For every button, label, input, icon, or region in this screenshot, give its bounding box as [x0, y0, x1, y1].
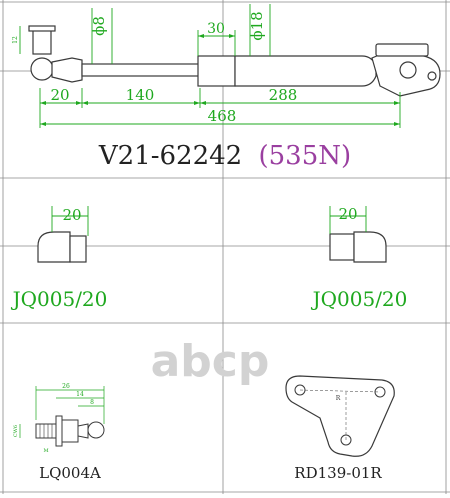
fitting-right-dim: 20: [338, 205, 357, 223]
right-ball-joint: [399, 61, 417, 79]
fitting-left-neck: [69, 235, 87, 263]
lq-neck: [77, 423, 89, 439]
dim-tube-diameter: ϕ18: [248, 11, 266, 40]
right-bracket-plate: [375, 43, 429, 57]
rd-dim-r: R: [336, 395, 341, 402]
left-stud: [32, 29, 52, 55]
dim-total-length: 468: [208, 107, 237, 125]
piston-rod: [81, 63, 201, 77]
fitting-right-code: JQ005/20: [311, 287, 408, 311]
lq-dim-8: 8: [90, 399, 94, 406]
cylinder-tube: [234, 55, 377, 87]
watermark: abcp: [151, 336, 270, 387]
lq-ball: [87, 421, 105, 439]
dim-seal-length: 30: [207, 21, 225, 37]
dim-end-length: 20: [50, 86, 69, 104]
part-number: V21-62242: [98, 141, 242, 171]
fitting-right-neck: [329, 233, 355, 261]
part-lq004a: 26 14 8 CW6 M LQ004A: [13, 383, 105, 482]
lq-dim-m: M: [43, 448, 48, 454]
left-ball-joint: [30, 57, 54, 81]
part-title: V21-62242 (535N): [98, 141, 351, 171]
fitting-left-dim: 20: [62, 206, 81, 224]
watermark-text: abcp: [151, 336, 270, 387]
fitting-right: 20 JQ005/20: [311, 205, 408, 311]
lq-dim-26: 26: [62, 383, 70, 390]
dim-stroke: 140: [126, 86, 155, 104]
right-bracket-hole: [427, 71, 437, 81]
dim-body-length: 288: [269, 86, 298, 104]
dimension-arrows: [40, 34, 400, 126]
gas-spring: [28, 25, 441, 97]
dim-rod-diameter: ϕ8: [90, 16, 108, 36]
force-rating: (535N): [258, 141, 351, 171]
fitting-left-body: [37, 231, 71, 263]
part-rd139: R RD139-01R: [285, 375, 395, 482]
dim-stud-height: 12: [12, 36, 19, 44]
lq-thread: [35, 423, 57, 439]
lq-hex: [61, 419, 79, 443]
fitting-right-body: [353, 231, 387, 263]
dimension-lines: [19, 4, 401, 128]
rd-plate: [285, 375, 395, 457]
lq-code: LQ004A: [39, 464, 101, 482]
left-socket: [51, 57, 83, 83]
fitting-left: 20 JQ005/20: [11, 206, 108, 311]
lq-dim-14: 14: [76, 391, 84, 398]
rd-code: RD139-01R: [294, 464, 382, 482]
left-stud-cap: [28, 25, 56, 32]
lq-flange: [55, 415, 63, 447]
tube-seal: [197, 55, 236, 87]
lq-dim-cw6: CW6: [13, 425, 19, 437]
fitting-left-code: JQ005/20: [11, 287, 108, 311]
